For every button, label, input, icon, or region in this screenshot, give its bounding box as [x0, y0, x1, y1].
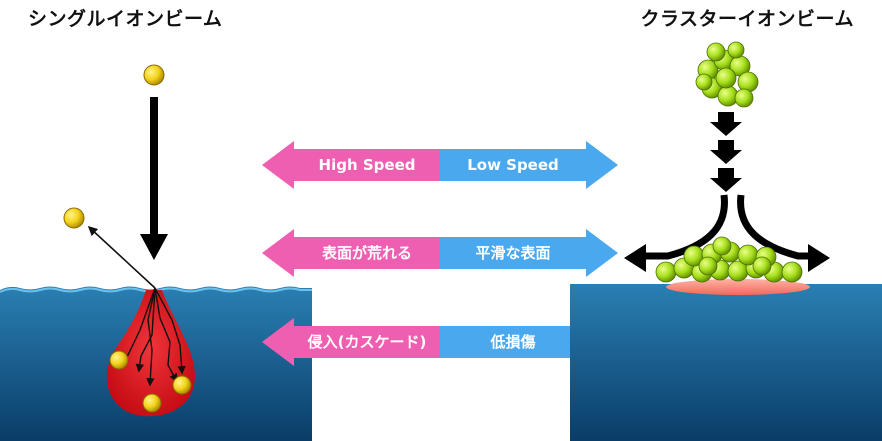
incoming-cluster [695, 41, 759, 108]
incoming-ion [143, 64, 165, 86]
cluster-direction-arrows [710, 112, 742, 192]
embedded-ion [172, 375, 192, 395]
label-smooth-surface: 平滑な表面 [475, 244, 551, 262]
label-high-speed: High Speed [318, 156, 416, 174]
single-ion-panel [0, 64, 312, 441]
label-rough-surface: 表面が荒れる [321, 244, 412, 262]
comparison-row-speed [262, 141, 618, 189]
cluster-ion-beam-title: クラスターイオンビーム [640, 8, 854, 30]
single-ion-beam-title: シングルイオンビーム [28, 8, 223, 30]
label-penetration-cascade: 侵入(カスケード) [307, 333, 427, 351]
reflected-ion [63, 207, 85, 229]
label-low-damage: 低損傷 [490, 333, 536, 351]
cluster-ion-panel [570, 41, 882, 441]
reflection-arrow [87, 226, 156, 289]
impacted-cluster [655, 236, 803, 283]
incident-beam-arrow [140, 97, 168, 260]
embedded-ion [109, 350, 129, 370]
right-substrate [570, 284, 882, 441]
comparison-row-surface [262, 229, 618, 277]
smoothed-surface-layer [666, 279, 810, 295]
label-low-speed: Low Speed [467, 156, 559, 174]
cascade-paths [120, 287, 186, 387]
spread-arrows [640, 194, 728, 260]
embedded-ion [142, 393, 162, 413]
